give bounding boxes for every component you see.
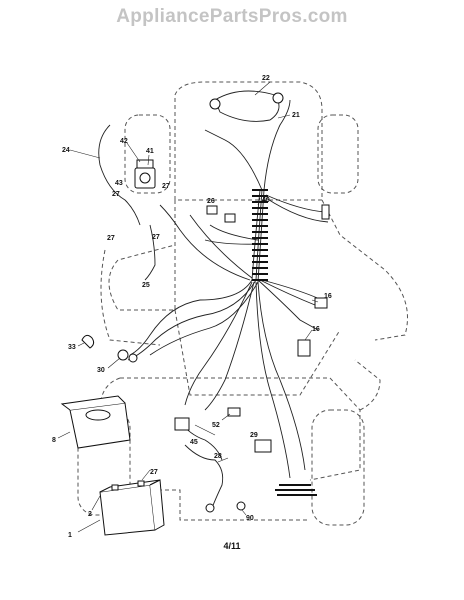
callout-29: 29 xyxy=(250,432,258,439)
callout-21: 21 xyxy=(292,112,300,119)
callout-26: 26 xyxy=(207,198,215,205)
connector-29 xyxy=(254,439,272,453)
callout-52: 52 xyxy=(212,422,220,429)
callout-16: 16 xyxy=(324,293,332,300)
connector-52 xyxy=(227,407,241,417)
switch-upper xyxy=(314,297,328,309)
callout-27: 27 xyxy=(162,183,170,190)
callout-27: 27 xyxy=(150,469,158,476)
callout-25: 25 xyxy=(142,282,150,289)
callout-labels: 22 21 24 42 41 43 27 27 27 27 27 26 40 2… xyxy=(52,75,332,539)
callout-30: 30 xyxy=(97,367,105,374)
callout-27: 27 xyxy=(152,234,160,241)
callout-24: 24 xyxy=(62,147,70,154)
connector-45 xyxy=(174,417,190,431)
page-number: 4/11 xyxy=(223,541,241,551)
callout-33: 33 xyxy=(68,344,76,351)
callout-1: 1 xyxy=(68,532,72,539)
harness-wires xyxy=(98,90,329,509)
components xyxy=(60,92,330,536)
callout-42: 42 xyxy=(120,138,128,145)
callout-40: 40 xyxy=(262,197,270,204)
callout-90: 90 xyxy=(246,515,254,522)
callout-27: 27 xyxy=(112,191,120,198)
switch-lower xyxy=(297,339,311,357)
ring-terminal-90 xyxy=(236,501,246,511)
ring-terminal-28 xyxy=(205,503,215,513)
callout-41: 41 xyxy=(146,148,154,155)
solenoid xyxy=(134,159,156,189)
coil-conduit xyxy=(252,189,317,496)
connector-30 xyxy=(117,349,129,361)
callout-28: 28 xyxy=(214,453,222,460)
battery-tray xyxy=(60,395,131,449)
callout-22: 22 xyxy=(262,75,270,82)
watermark: AppliancePartsPros.com xyxy=(116,6,348,27)
battery xyxy=(99,479,165,536)
callout-45: 45 xyxy=(190,439,198,446)
callout-43: 43 xyxy=(115,180,123,187)
callout-8: 8 xyxy=(52,437,56,444)
callout-27: 27 xyxy=(107,235,115,242)
clip-33 xyxy=(81,334,95,349)
callout-16: 16 xyxy=(312,326,320,333)
leader-lines xyxy=(57,81,319,533)
callout-2: 2 xyxy=(88,511,92,518)
